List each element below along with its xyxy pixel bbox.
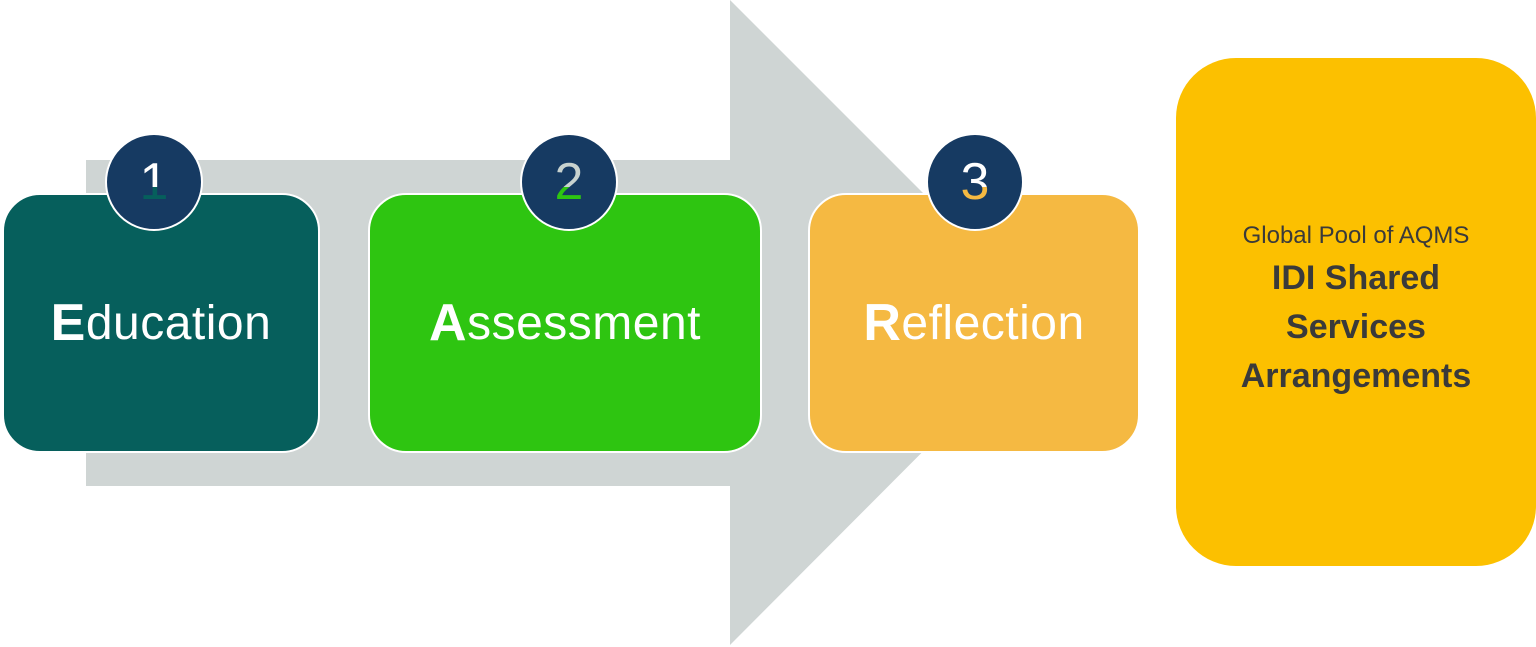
- step-label-rest: ducation: [85, 296, 272, 350]
- pool-subtitle: Global Pool of AQMS: [1242, 222, 1470, 249]
- step-number-badge-2: 2: [520, 133, 618, 231]
- step-number: 2: [554, 153, 584, 211]
- pool-title: IDI Shared Services Arrangements: [1206, 254, 1506, 401]
- step-initial: A: [429, 294, 468, 352]
- step-initial: E: [50, 294, 86, 352]
- pool-title-line: IDI Shared: [1271, 259, 1441, 297]
- pool-title-line: Arrangements: [1240, 357, 1472, 395]
- shared-services-box: Global Pool of AQMS IDI Shared Services …: [1176, 58, 1536, 566]
- step-label-rest: eflection: [901, 296, 1085, 350]
- pool-title-line: Services: [1286, 308, 1426, 346]
- step-initial: R: [863, 294, 902, 352]
- step-label-rest: ssessment: [467, 296, 701, 350]
- step-number-badge-3: 3: [926, 133, 1024, 231]
- step-number: 3: [960, 153, 990, 211]
- step-number: 1: [139, 153, 169, 211]
- step-number-badge-1: 1: [105, 133, 203, 231]
